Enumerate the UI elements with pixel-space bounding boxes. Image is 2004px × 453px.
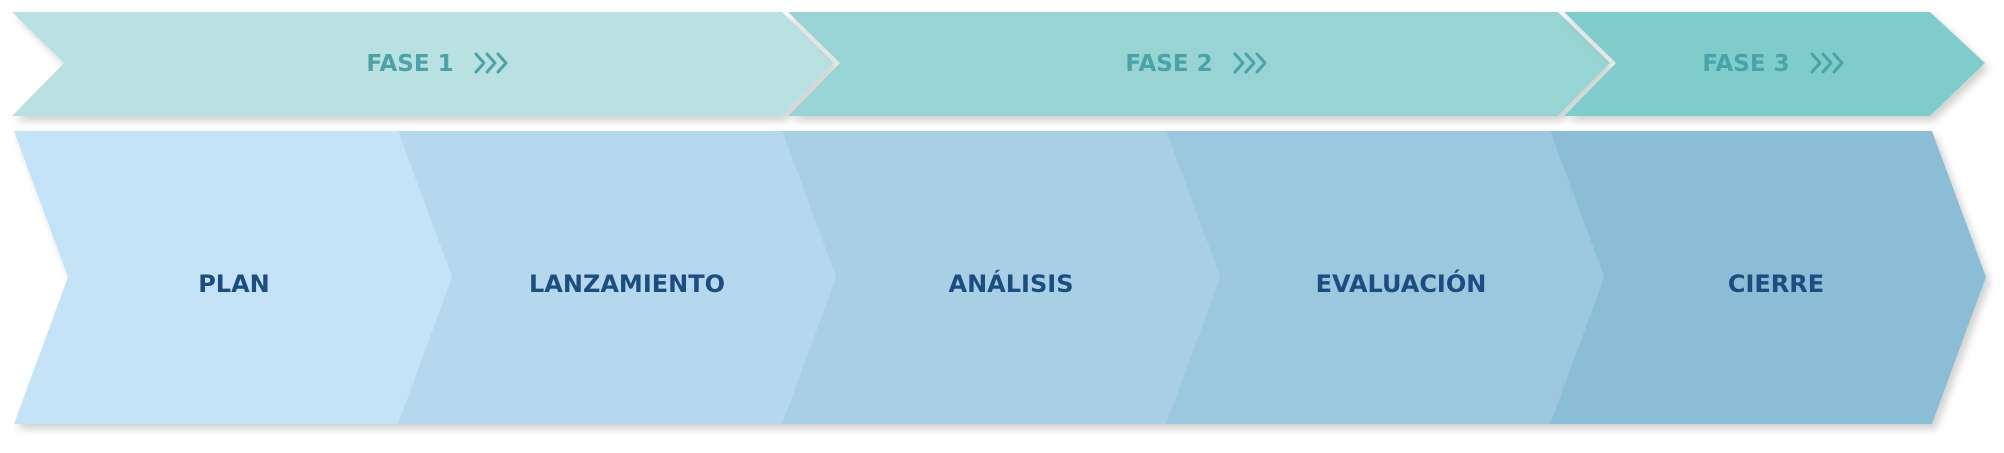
triple-chevron-right-icon [1233,52,1267,74]
step-row [14,131,1986,424]
triple-chevron-right-icon [474,52,508,74]
step-label-lanzamiento: LANZAMIENTO [529,270,725,298]
phase-label-1: FASE 1 [366,51,453,77]
phase-row: FASE 1 FASE 2 FASE 3 [12,12,1985,116]
step-shape-3 [782,131,1220,424]
step-label-evaluacion: EVALUACIÓN [1316,268,1487,298]
phase-label-3: FASE 3 [1702,51,1789,77]
step-label-cierre: CIERRE [1728,270,1824,298]
triple-chevron-right-icon [1810,52,1844,74]
step-shape-1 [14,131,452,424]
phase-fase-3: FASE 3 [1564,12,1985,116]
phase-shape-2 [788,12,1610,116]
step-label-analisis: ANÁLISIS [949,269,1074,298]
step-label-plan: PLAN [198,270,270,298]
phase-shape-3 [1564,12,1985,116]
step-labels: PLAN LANZAMIENTO ANÁLISIS EVALUACIÓN CIE… [198,268,1824,298]
phase-shape-1 [12,12,834,116]
step-shape-2 [398,131,836,424]
step-shape-4 [1166,131,1604,424]
phase-fase-2: FASE 2 [788,12,1610,116]
phase-fase-1: FASE 1 [12,12,834,116]
step-shape-5 [1550,131,1986,424]
phase-label-2: FASE 2 [1125,51,1212,77]
